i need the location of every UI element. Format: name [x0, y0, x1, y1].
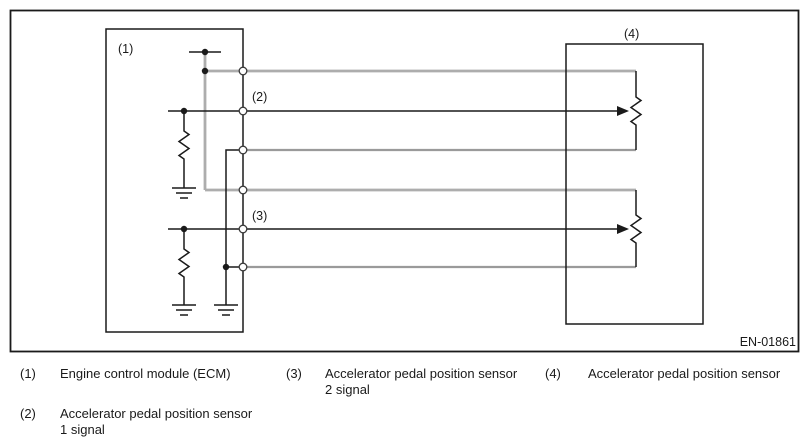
terminal-circle — [238, 66, 248, 76]
supply-wires — [203, 52, 636, 192]
legend-line1: Accelerator pedal position sensor — [588, 366, 781, 381]
ecm-box — [105, 28, 244, 333]
wiper-arrow-icon — [617, 106, 629, 116]
ecm-connector-terminals — [238, 66, 248, 272]
legend-number: (1) — [20, 366, 36, 381]
potentiometer2 — [629, 190, 643, 267]
figure-frame — [9, 9, 800, 353]
legend-line1: Engine control module (ECM) — [60, 366, 231, 381]
junction-dot — [201, 67, 209, 75]
junction-dot — [201, 48, 209, 56]
legend-line1: Accelerator pedal position sensor — [60, 406, 253, 421]
wiper-arrow-icon — [617, 224, 629, 234]
potentiometer1 — [629, 71, 643, 150]
terminal-circle — [238, 145, 248, 155]
ground-bus-wire — [225, 149, 243, 305]
legend-label: Accelerator pedal position sensor 2 sign… — [325, 366, 517, 398]
circuit-lines — [168, 51, 643, 316]
junction-dot — [180, 225, 188, 233]
label-signal1: (2) — [252, 90, 267, 104]
legend-number: (4) — [545, 366, 561, 381]
legend-label: Accelerator pedal position sensor 1 sign… — [60, 406, 252, 438]
label-ecm: (1) — [118, 42, 133, 56]
ecm-resistor1 — [177, 111, 191, 188]
ground-icon — [172, 187, 196, 199]
junction-dot — [222, 263, 230, 271]
terminal-circle — [238, 262, 248, 272]
legend-number: (3) — [286, 366, 302, 381]
ground-icon — [214, 304, 238, 316]
terminal-circle — [238, 185, 248, 195]
label-signal2: (3) — [252, 209, 267, 223]
ground-icon — [172, 304, 196, 316]
legend-line1: Accelerator pedal position sensor — [325, 366, 518, 381]
legend-number: (2) — [20, 406, 36, 421]
terminal-circle — [238, 106, 248, 116]
junction-dot — [180, 107, 188, 115]
junction-dots — [180, 48, 230, 271]
legend-label: Engine control module (ECM) — [60, 366, 231, 382]
sensor-box — [565, 43, 704, 325]
label-sensor: (4) — [624, 27, 639, 41]
figure-id: EN-01861 — [740, 335, 796, 349]
legend-line2: 1 signal — [60, 422, 105, 437]
ecm-resistor2 — [177, 229, 191, 305]
legend-label: Accelerator pedal position sensor — [588, 366, 780, 382]
return-wires — [243, 148, 636, 269]
legend-line2: 2 signal — [325, 382, 370, 397]
terminal-circle — [238, 224, 248, 234]
wiring-diagram: (1) (2) (3) (4) EN-01861 — [9, 9, 800, 353]
